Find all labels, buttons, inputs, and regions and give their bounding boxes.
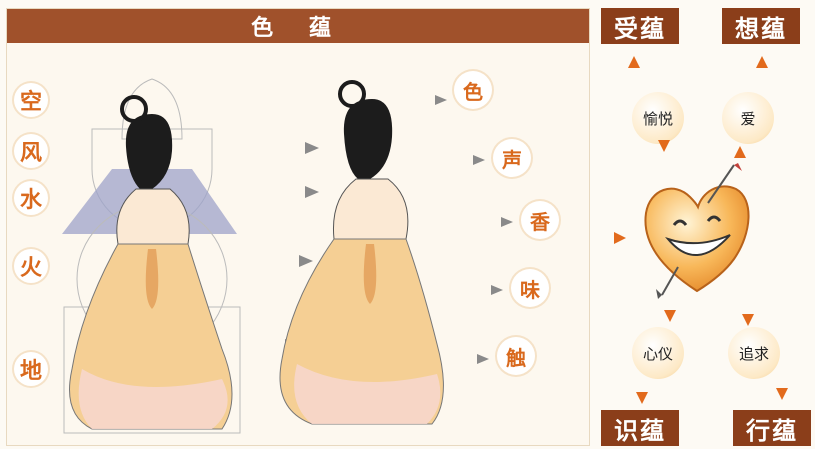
element-label-water: 水 xyxy=(14,181,48,215)
arrow-up xyxy=(628,56,640,68)
arrow-down xyxy=(658,140,670,152)
sense-label-touch: 触 xyxy=(497,337,535,375)
title-bar: 色 蕴 xyxy=(7,9,589,43)
skandha-consciousness: 识蕴 xyxy=(601,410,679,446)
arrow-pointer xyxy=(473,155,485,165)
form-aggregate-panel: 色 蕴 空 风 水 火 地 xyxy=(6,8,590,446)
node-pursuit: 追求 xyxy=(728,327,780,379)
arrow-up xyxy=(734,146,746,158)
element-label-fire: 火 xyxy=(14,249,48,283)
arrow-right xyxy=(614,232,626,244)
node-love: 爱 xyxy=(722,92,774,144)
arrow-pointer xyxy=(477,354,489,364)
arrow-down xyxy=(664,310,676,322)
sense-label-sound: 声 xyxy=(493,139,531,177)
arrow-down xyxy=(742,314,754,326)
arrow-pointer xyxy=(435,95,447,105)
skandha-feeling: 受蕴 xyxy=(601,8,679,44)
element-label-earth: 地 xyxy=(14,352,48,386)
sense-label-smell: 香 xyxy=(521,201,559,239)
element-label-wind: 风 xyxy=(14,134,48,168)
skandha-perception: 想蕴 xyxy=(722,8,800,44)
sense-label-sight: 色 xyxy=(454,71,492,109)
node-delight: 愉悦 xyxy=(632,92,684,144)
arrow-pointer xyxy=(305,142,319,154)
sense-label-taste: 味 xyxy=(511,269,549,307)
figure-plain xyxy=(279,80,444,425)
arrow-pointer xyxy=(299,255,313,267)
smiling-heart-icon xyxy=(644,163,750,299)
arrow-pointer xyxy=(491,285,503,295)
arrow-pointer xyxy=(501,217,513,227)
node-admiration: 心仪 xyxy=(632,327,684,379)
arrow-down xyxy=(636,392,648,404)
arrow-pointer xyxy=(305,186,319,198)
arrow-up xyxy=(756,56,768,68)
figure-with-element-shapes xyxy=(62,78,241,434)
skandha-formation: 行蕴 xyxy=(733,410,811,446)
arrow-down xyxy=(776,388,788,400)
panel-title: 色 蕴 xyxy=(251,16,345,41)
element-label-space: 空 xyxy=(14,83,48,117)
